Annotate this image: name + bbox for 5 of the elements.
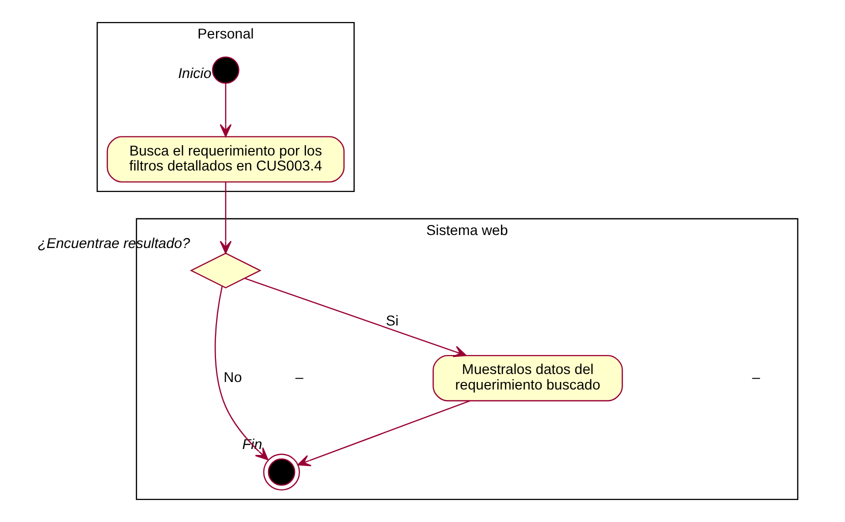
edge-label: Si [386,313,399,330]
label: – [752,370,760,386]
node-label: Inicio [178,66,212,82]
edge-label: No [224,370,242,386]
label: – [295,370,304,386]
